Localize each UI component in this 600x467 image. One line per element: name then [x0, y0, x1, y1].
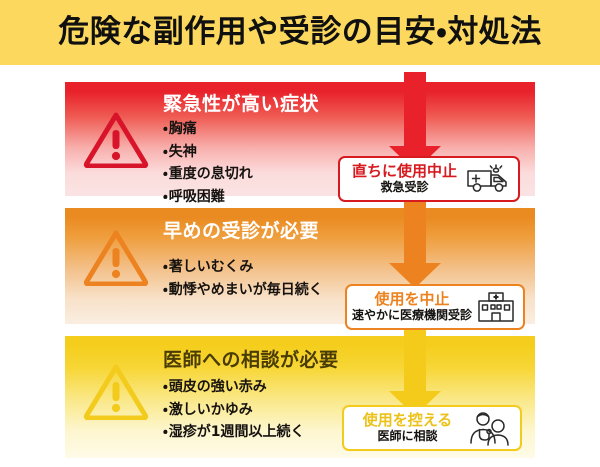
action-box-urgent: 直ちに使用中止 救急受診 — [338, 156, 520, 202]
arrow-shaft — [404, 72, 426, 146]
symptom-list: 著しいむくみ 動悸やめまいが毎日続く — [163, 256, 323, 301]
symptom-list: 頭皮の強い赤み 激しいかゆみ 湿疹が1週間以上続く — [163, 376, 305, 444]
list-item: 湿疹が1週間以上続く — [163, 421, 305, 444]
section-heading: 医師への相談が必要 — [163, 349, 339, 371]
arrow-shaft — [404, 316, 426, 391]
action-text: 使用を控える 医師に相談 — [344, 411, 466, 444]
action-sub-label: 医師に相談 — [377, 429, 438, 444]
symptom-list: 胸痛 失神 重度の息切れ 呼吸困難 — [163, 118, 253, 209]
action-sub-label: 速やかに医療機関受診 — [352, 308, 473, 323]
action-box-consult-doctor: 使用を控える 医師に相談 — [342, 405, 522, 451]
list-item: 激しいかゆみ — [163, 399, 305, 422]
warning-triangle-icon — [83, 228, 149, 291]
action-box-early-visit: 使用を中止 速やかに医療機関受診 — [345, 284, 525, 330]
list-item: 著しいむくみ — [163, 256, 323, 279]
section-early-visit: 早めの受診が必要 著しいむくみ 動悸やめまいが毎日続く — [65, 208, 535, 324]
action-sub-label: 救急受診 — [380, 180, 429, 195]
action-text: 使用を中止 速やかに医療機関受診 — [347, 290, 473, 323]
doctor-patient-icon — [466, 410, 514, 446]
list-item: 呼吸困難 — [163, 186, 253, 209]
action-main-label: 使用を控える — [362, 411, 453, 430]
list-item: 頭皮の強い赤み — [163, 376, 305, 399]
action-main-label: 使用を中止 — [374, 290, 450, 309]
page-title: 危険な副作用や受診の目安・対処法 — [58, 14, 542, 50]
action-main-label: 直ちに使用中止 — [351, 162, 457, 181]
section-urgent: 緊急性が高い症状 胸痛 失神 重度の息切れ 呼吸困難 — [65, 82, 535, 205]
action-text: 直ちに使用中止 救急受診 — [340, 162, 464, 195]
ambulance-icon — [464, 161, 512, 197]
hospital-icon — [472, 289, 520, 325]
section-heading: 緊急性が高い症状 — [163, 93, 320, 115]
list-item: 動悸やめまいが毎日続く — [163, 279, 323, 302]
title-banner: 危険な副作用や受診の目安・対処法 — [0, 0, 600, 65]
arrow-shaft — [404, 186, 426, 263]
warning-triangle-icon — [83, 362, 149, 425]
list-item: 胸痛 — [163, 118, 253, 141]
list-item: 失神 — [163, 141, 253, 164]
warning-triangle-icon — [83, 110, 149, 173]
arrow-head — [389, 263, 441, 288]
list-item: 重度の息切れ — [163, 163, 253, 186]
section-heading: 早めの受診が必要 — [163, 220, 320, 242]
